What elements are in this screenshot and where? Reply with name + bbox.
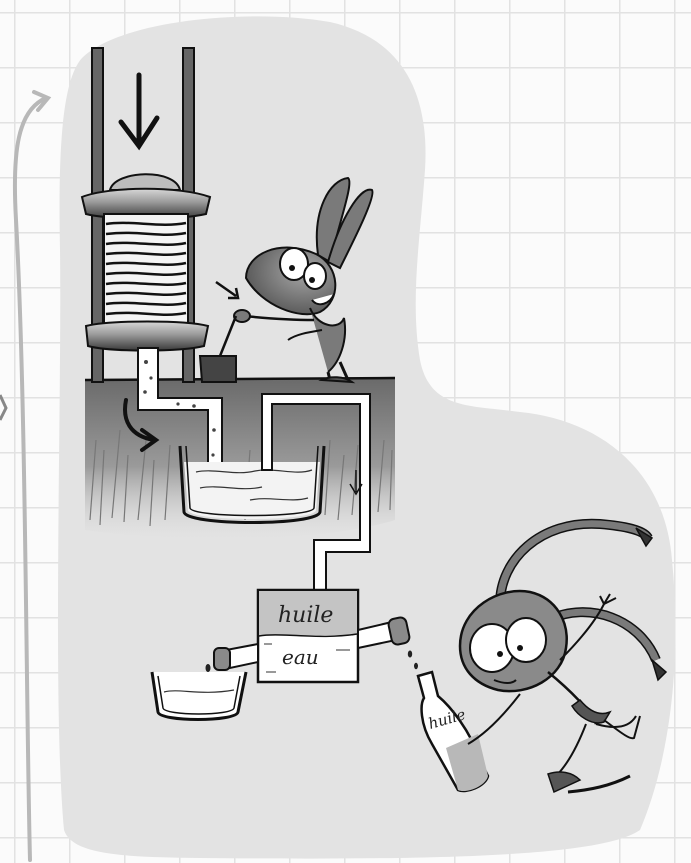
partial-arrow-icon: [0, 394, 8, 421]
small-arrow-icon: [123, 398, 160, 452]
water-bucket: [150, 671, 248, 721]
pointer-arrow-icon: [215, 280, 240, 300]
girl-character: [458, 518, 668, 794]
press-dome: [108, 173, 182, 191]
basin-waves: [195, 469, 313, 501]
down-arrow-icon: [118, 72, 160, 151]
basin: [178, 445, 326, 524]
pipe-drops: [143, 360, 218, 480]
tank-oil-layer: [259, 591, 357, 635]
ground: [85, 378, 395, 539]
press-stack: [103, 213, 189, 327]
oil-bottle-liquid: [446, 734, 488, 792]
press-stack-layers: [105, 221, 187, 316]
rabbit-character: [233, 176, 374, 384]
press-bottom-plate: [84, 320, 210, 352]
tank-oil-label: huile: [278, 603, 333, 628]
basin-water: [184, 462, 320, 519]
tank-water-label: eau: [282, 645, 319, 669]
shovel: [198, 315, 238, 383]
pipe-arrow-icon: [349, 470, 363, 496]
curved-arrow-icon: [12, 90, 52, 862]
